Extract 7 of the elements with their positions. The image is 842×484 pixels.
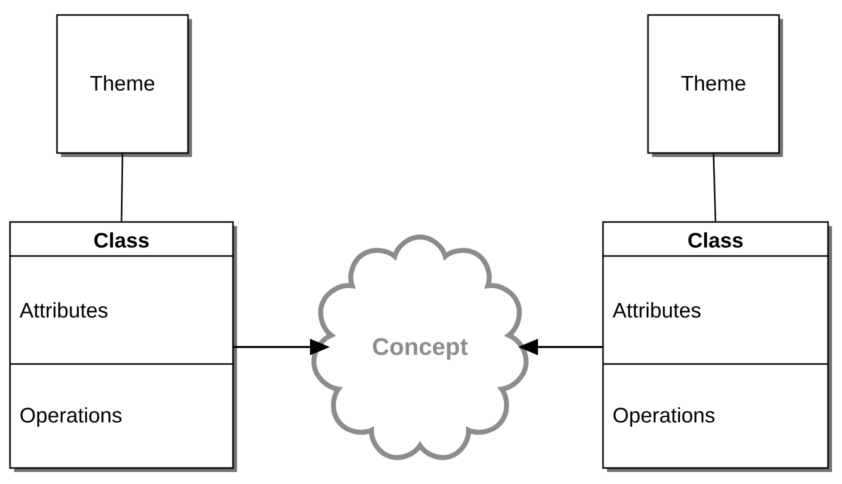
connector-line [120, 154, 124, 222]
class-box: Class Attributes Operations [602, 221, 832, 472]
theme-box: Theme [56, 14, 192, 157]
theme-box: Theme [647, 14, 784, 157]
class-box: Class Attributes Operations [9, 221, 237, 472]
concept-cloud: Concept [311, 234, 529, 460]
connector-line [712, 154, 716, 222]
